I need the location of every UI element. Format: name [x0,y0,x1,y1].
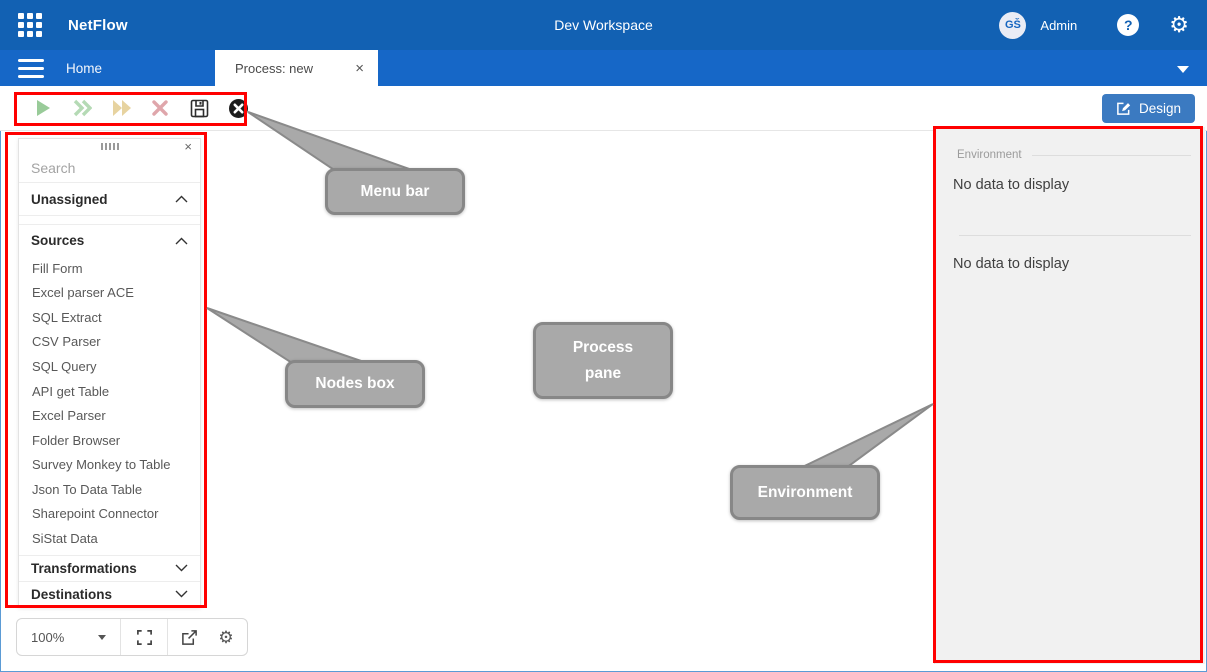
help-icon[interactable]: ? [1117,14,1140,36]
tab-bar: Home Process: new × [0,50,1207,86]
section-label: Transformations [31,560,137,576]
edit-pencil-icon [1117,102,1131,115]
export-icon [182,629,198,645]
node-item[interactable]: Excel parser ACE [32,285,134,301]
top-header-bar: NetFlow Dev Workspace GŠ Admin ? ⚙ [0,0,1207,50]
design-button[interactable]: Design [1101,94,1195,123]
chevron-down-icon [175,590,188,598]
double-chevron-icon [73,99,92,117]
divider [1031,154,1191,156]
save-button[interactable] [188,97,210,119]
nodes-panel-header: × [19,139,200,154]
environment-legend: Environment [957,149,1191,161]
node-item[interactable]: SiStat Data [32,531,98,547]
process-toolbar: Design [0,86,1207,131]
hamburger-menu-icon[interactable] [18,58,44,78]
design-button-label: Design [1138,101,1181,116]
node-item[interactable]: Sharepoint Connector [32,506,159,522]
section-sources[interactable]: Sources [19,224,200,255]
environment-empty-message: No data to display [953,177,1070,193]
chevron-down-icon [175,564,188,572]
tab-close-icon[interactable]: × [355,59,364,77]
callout-process-pane: Process pane [533,322,673,399]
node-item[interactable]: Survey Monkey to Table [32,457,171,473]
zoom-level-dropdown[interactable]: 100% [17,619,121,655]
environment-empty-message: No data to display [953,256,1070,272]
chevron-up-icon [175,237,188,244]
save-icon [190,99,208,117]
environment-legend-label: Environment [957,149,1022,161]
close-process-button[interactable] [227,97,249,119]
chevron-up-icon [175,195,188,203]
callout-process-pane-label: Process pane [572,338,634,382]
section-unassigned[interactable]: Unassigned [19,181,200,217]
stop-button[interactable] [149,97,171,119]
user-label: Admin [1040,17,1078,33]
section-destinations[interactable]: Destinations [19,580,200,607]
tab-process-new[interactable]: Process: new × [215,50,378,86]
node-item[interactable]: Folder Browser [32,432,121,448]
tab-label: Process: new [235,60,314,76]
environment-panel: Environment No data to display No data t… [934,127,1205,664]
settings-gear-icon[interactable]: ⚙ [1169,12,1189,37]
export-button[interactable] [181,629,198,646]
run-to-button[interactable] [110,97,132,119]
section-label: Sources [31,233,85,248]
divider [959,235,1191,236]
node-item[interactable]: Fill Form [32,260,83,276]
section-label: Unassigned [31,191,108,207]
node-item[interactable]: Excel Parser [32,408,106,424]
fullscreen-button[interactable] [121,619,168,655]
callout-menu-bar: Menu bar [325,168,465,215]
node-item[interactable]: SQL Query [32,358,97,374]
section-transformations[interactable]: Transformations [19,554,200,581]
canvas-controls: 100% ⚙ [16,618,248,656]
fast-forward-icon [112,100,131,116]
callout-nodes-box: Nodes box [285,360,425,408]
section-label: Destinations [31,586,113,602]
tab-home[interactable]: Home [66,60,103,76]
run-button[interactable] [32,97,54,119]
fullscreen-icon [136,629,152,645]
zoom-level-value: 100% [31,629,65,645]
play-icon [36,100,50,116]
nodes-search-input[interactable] [31,160,200,177]
apps-grid-icon[interactable] [18,13,42,37]
node-item[interactable]: API get Table [32,383,110,399]
cancel-circle-icon [228,98,248,118]
run-from-button[interactable] [71,97,93,119]
callout-environment: Environment [730,465,880,520]
spacer [19,216,200,224]
workspace-title: Dev Workspace [554,17,653,33]
node-item[interactable]: SQL Extract [32,309,102,325]
avatar[interactable]: GŠ [999,11,1027,39]
nodes-search-row [19,154,200,182]
node-item[interactable]: CSV Parser [32,334,101,350]
drag-handle-icon[interactable] [100,143,119,151]
x-icon [152,100,168,116]
canvas-settings-gear-icon[interactable]: ⚙ [218,627,234,647]
brand-logo: NetFlow [68,16,128,34]
chevron-down-icon [98,634,106,640]
node-item[interactable]: Json To Data Table [32,481,143,497]
nodes-panel-close-icon[interactable]: × [184,139,192,154]
chevron-down-icon[interactable] [1177,66,1189,73]
